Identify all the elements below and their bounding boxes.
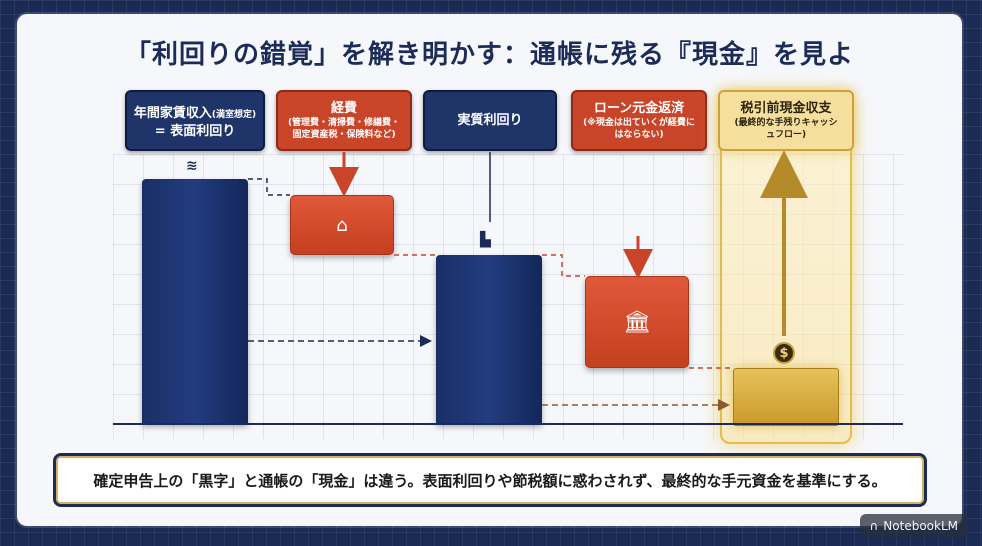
coins-icon: ≋ [186, 158, 198, 174]
label-annual-rent: 年間家賃収入(満室想定) = 表面利回り [125, 90, 265, 151]
bank-icon: 🏛 [623, 309, 651, 335]
bar-pretax-cash [733, 368, 839, 426]
label-pretax-cash: 税引前現金収支 (最終的な手残りキャッシュフロー) [718, 90, 854, 151]
bar-real-yield [436, 255, 542, 424]
house-money-icon: ⌂ [336, 214, 348, 236]
label-loan-repayment: ローン元金返済 (※現金は出ていくが経費にはならない) [571, 90, 707, 151]
building-icon: ▙ [480, 232, 491, 248]
bar-annual-rent [142, 179, 248, 424]
label-expenses: 経費 (管理費・清掃費・修繕費・固定資産税・保険料など) [276, 90, 412, 151]
page-title: 「利回りの錯覚」を解き明かす：通帳に残る『現金』を見よ [124, 40, 854, 70]
chart-baseline [113, 423, 903, 425]
notebooklm-badge: ∩ NotebookLM [859, 514, 968, 538]
dollar-coin-icon: $ [773, 342, 795, 364]
label-real-yield: 実質利回り [423, 90, 557, 151]
summary-note: 確定申告上の「黒字」と通帳の「現金」は違う。表面利回りや節税額に惑わされず、最終… [53, 453, 927, 507]
bar-loan-repayment: 🏛 [585, 276, 689, 368]
notebooklm-logo-icon: ∩ [869, 519, 879, 533]
bar-expenses: ⌂ [290, 195, 394, 255]
slide: 「利回りの錯覚」を解き明かす：通帳に残る『現金』を見よ 年間家賃収入(満室想定)… [17, 14, 962, 526]
connector-lines [248, 150, 808, 411]
